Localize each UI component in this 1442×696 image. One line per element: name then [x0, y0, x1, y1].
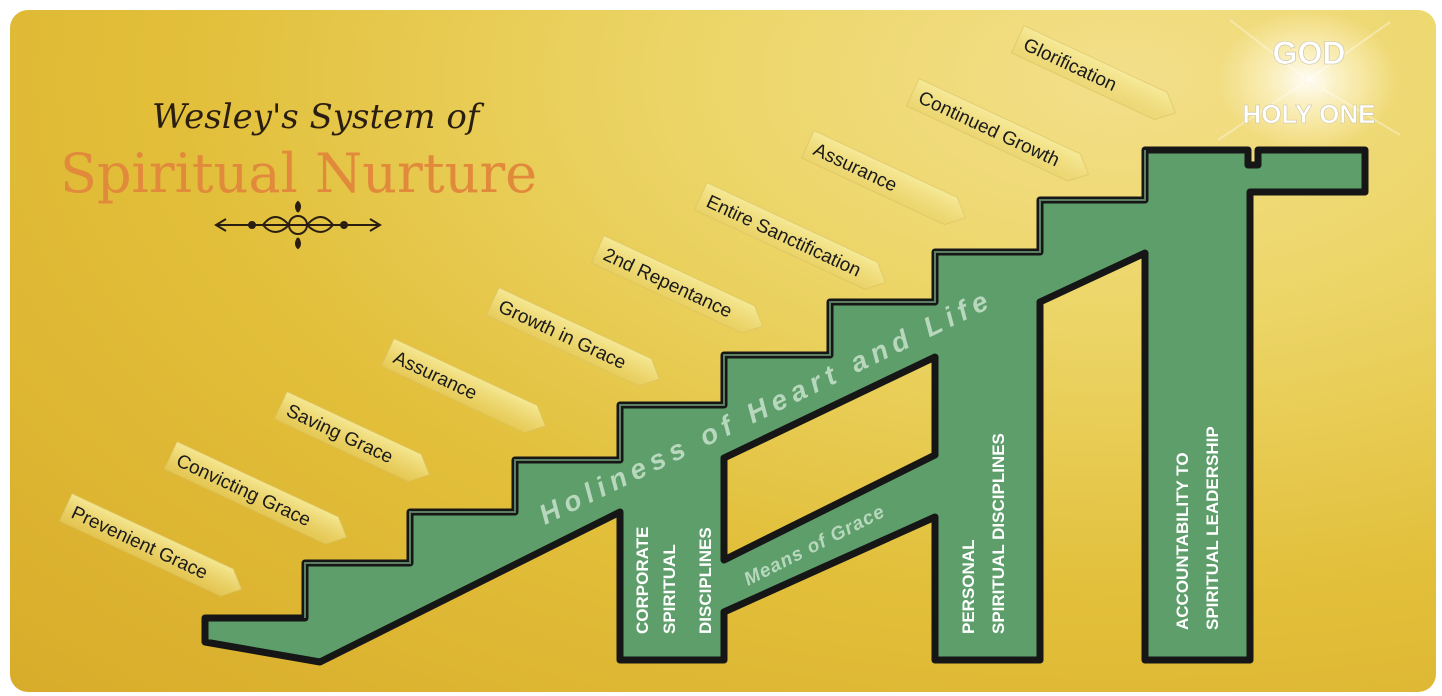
step-tag-shape — [58, 493, 243, 597]
god-rays — [1217, 19, 1401, 141]
corporate-line-2: SPIRITUAL — [660, 544, 679, 634]
step-tag-shape — [1010, 25, 1177, 121]
step-tag-shape — [800, 130, 967, 226]
step-label: Continued Growth — [915, 87, 1063, 171]
step-tag: Prevenient Grace — [58, 493, 243, 597]
step-label: Growth in Grace — [495, 296, 629, 373]
step-tag-shape — [273, 391, 431, 482]
staircase-highlight — [304, 150, 1146, 618]
god-halo — [1218, 10, 1398, 150]
god-line-3: HOLY ONE — [1243, 99, 1376, 129]
step-tag: Assurance — [380, 338, 547, 434]
step-tag: Continued Growth — [905, 78, 1090, 182]
corporate-line-1: CORPORATE — [633, 527, 652, 634]
step-label: Entire Sanctification — [703, 191, 864, 281]
step-tag: 2nd Repentance — [590, 235, 764, 334]
accountability-line-1: ACCOUNTABILITY TO — [1173, 452, 1192, 630]
accountability-line-2: SPIRITUAL LEADERSHIP — [1203, 426, 1222, 630]
step-tag: Convicting Grace — [163, 441, 348, 545]
corporate-line-3: DISCIPLINES — [696, 527, 715, 634]
step-tag: Glorification — [1010, 25, 1177, 121]
step-label: 2nd Repentance — [600, 244, 735, 322]
personal-line-1: PERSONAL — [959, 540, 978, 634]
step-tag-shape — [905, 78, 1090, 182]
step-tag: Entire Sanctification — [693, 182, 887, 290]
personal-line-2: SPIRITUAL DISCIPLINES — [989, 433, 1008, 634]
step-tag-shape — [485, 287, 661, 387]
step-tag-shape — [163, 441, 348, 545]
step-label: Prevenient Grace — [68, 502, 211, 584]
step-tag: Growth in Grace — [485, 287, 661, 387]
ornament-divider — [214, 200, 382, 250]
god-line-2: the — [1294, 73, 1327, 97]
god-line-1: GOD — [1273, 35, 1346, 71]
step-tag: Assurance — [800, 130, 967, 226]
step-tag-shape — [380, 338, 547, 434]
title-line-1: Wesley's System of — [152, 97, 485, 137]
step-tag-shape — [693, 182, 887, 290]
step-tag: Saving Grace — [273, 391, 431, 482]
step-label: Convicting Grace — [173, 450, 314, 531]
step-tag-shape — [590, 235, 764, 334]
title-line-2: Spiritual Nurture — [60, 142, 537, 205]
